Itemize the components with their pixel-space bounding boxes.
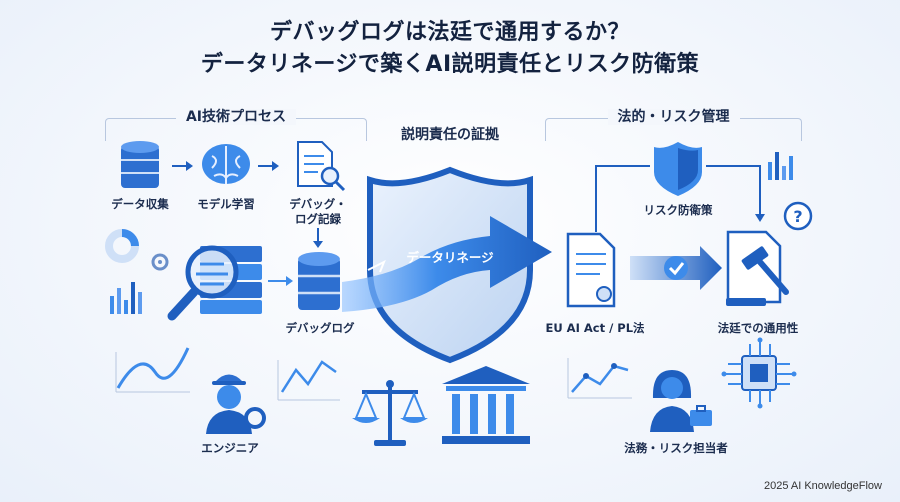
- svg-text:?: ?: [793, 207, 802, 226]
- title-line-1: デバッグログは法廷で通用するか？: [269, 20, 630, 45]
- right-section-heading: 法的・リスク管理: [607, 109, 740, 125]
- bar-chart-icon: [768, 152, 793, 180]
- debug-log-record-label-2: ログ記録: [295, 212, 341, 226]
- debug-log-label: デバッグログ: [285, 321, 355, 335]
- brain-icon: [202, 144, 250, 184]
- left-section-heading-wrap: AI技術プロセス: [105, 106, 367, 126]
- legal-officer-icon: [650, 370, 712, 432]
- database-icon: [121, 141, 159, 188]
- regulation-label: EU AI Act / PL法: [545, 321, 645, 335]
- data-collection-label: データ収集: [111, 197, 169, 211]
- data-lineage-arrow-icon: [342, 216, 552, 312]
- down-arrow-icon: [313, 228, 323, 248]
- courthouse-icon: [442, 366, 530, 444]
- ai-chip-icon: [721, 337, 797, 409]
- engineer-label: エンジニア: [201, 441, 259, 455]
- log-document-icon: [297, 141, 346, 192]
- bar-chart-icon: [110, 282, 142, 314]
- risk-defense-label: リスク防衛策: [643, 203, 713, 217]
- center-section-heading: 説明責任の証拠: [401, 127, 499, 143]
- left-section-heading: AI技術プロセス: [175, 109, 297, 125]
- right-section-heading-wrap: 法的・リスク管理: [545, 106, 802, 126]
- court-usability-label: 法廷での通用性: [717, 321, 799, 335]
- line-chart-icon: [115, 347, 190, 393]
- data-lineage-label: データリネージ: [406, 250, 494, 265]
- risk-flow-connector: [595, 165, 765, 232]
- flow-arrow-icon: [172, 161, 193, 171]
- flow-arrow-icon: [268, 276, 293, 286]
- growth-chart-icon: [567, 358, 632, 399]
- legal-risk-officer-label: 法務・リスク担当者: [624, 441, 728, 455]
- risk-shield-icon: [654, 142, 702, 196]
- title-line-2: データリネージで築くAI説明責任とリスク防衛策: [200, 52, 700, 77]
- footer-credit: 2025 AI KnowledgeFlow: [763, 480, 882, 492]
- scales-icon: [352, 380, 428, 446]
- engineer-icon: [206, 374, 266, 434]
- model-training-label: モデル学習: [197, 197, 255, 211]
- gavel-icon: ?: [726, 201, 813, 306]
- magnifier-server-icon: [167, 245, 262, 321]
- trend-chart-icon: [277, 360, 340, 401]
- donut-chart-icon: [105, 229, 139, 263]
- regulation-document-icon: [566, 232, 616, 308]
- gear-icon: [151, 253, 169, 271]
- debug-log-record-label-1: デバッグ・: [289, 197, 347, 211]
- check-arrow-icon: [630, 246, 722, 290]
- flow-arrow-icon: [258, 161, 279, 171]
- debug-log-database-icon: [298, 252, 340, 310]
